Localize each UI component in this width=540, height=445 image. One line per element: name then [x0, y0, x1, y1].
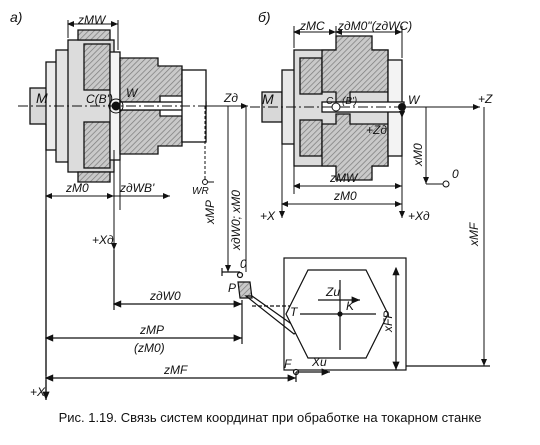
figure-caption: Рис. 1.19. Связь систем координат при об…	[58, 410, 482, 425]
left-jaw-lower	[83, 121, 111, 169]
turret-xi-label: Xи	[311, 355, 327, 369]
turret-t-label: T	[290, 305, 299, 319]
left-wr-label: WR	[192, 186, 209, 197]
right-c-marker	[331, 102, 341, 112]
right-m-label: M	[262, 91, 274, 107]
left-xmp-label: xMP	[203, 200, 217, 225]
right-zd-label: +Zд	[366, 123, 387, 137]
right-w-label: W	[408, 93, 421, 107]
tool-p-label: P	[228, 281, 236, 295]
left-xdw0-label: xдW0; xM0	[229, 190, 243, 251]
bottom-zmp-label: zMP	[139, 323, 164, 337]
left-zd-axis-label: Zд	[223, 91, 238, 105]
right-zero-label: 0	[452, 167, 459, 181]
left-jaw-upper	[83, 43, 111, 91]
right-b-label: (B')	[342, 96, 357, 107]
tool-zero-point	[236, 271, 244, 279]
turret-zi-label: Zи	[325, 285, 340, 299]
left-zdwb-label: zдWB'	[119, 181, 155, 195]
right-xd-label: +Xд	[408, 209, 430, 223]
right-zmc-label: zMC	[299, 19, 325, 33]
right-axes	[250, 26, 487, 366]
right-xm0-label: xM0	[411, 143, 425, 167]
right-zmw-label: zMW	[329, 171, 359, 185]
bottom-x-label: +X	[30, 385, 46, 399]
left-zm0-label: zM0	[65, 181, 89, 195]
left-w-label: W	[126, 86, 139, 100]
bottom-zm0p-label: (zM0)	[134, 341, 165, 355]
bottom-zdw0-label: zдW0	[149, 289, 181, 303]
left-machine-origin-marker	[111, 101, 121, 111]
left-jaw-bottom	[77, 171, 111, 183]
left-xd-label: +Xд	[92, 233, 114, 247]
left-m-label: M	[36, 90, 48, 106]
right-c-label: C	[326, 96, 334, 107]
turret-k-label: K	[346, 299, 355, 313]
right-zero-point-marker	[442, 180, 450, 188]
tool-holder-drawing	[42, 124, 490, 400]
panel-label-b: б)	[258, 9, 271, 25]
right-z-axis-label: +Z	[478, 92, 493, 106]
left-zmw-label: zMW	[77, 13, 107, 27]
turret-frame	[283, 257, 407, 371]
turret-f-label: F	[284, 357, 292, 371]
tool-zero-label: 0	[240, 257, 247, 271]
right-jaw-lower	[299, 119, 323, 157]
left-c-label: C(B')	[86, 92, 113, 106]
right-zdm0-label: zдM0"(zдWC)	[337, 19, 412, 33]
bottom-zmf-label: zMF	[163, 363, 188, 377]
right-x-label: +X	[260, 209, 276, 223]
panel-label-a: а)	[10, 9, 22, 25]
left-workpiece-bottom	[119, 109, 183, 155]
left-origin-ring	[108, 98, 124, 114]
left-jaw-top	[77, 29, 111, 41]
right-jaw-upper	[299, 57, 323, 95]
right-zm0-label: zM0	[333, 189, 357, 203]
tool-insert	[237, 281, 253, 299]
right-jaw-top	[321, 35, 389, 103]
right-w-marker	[398, 103, 406, 111]
right-xmf-label: xMF	[467, 222, 481, 247]
turret-xfp-label: xFP	[381, 311, 395, 333]
